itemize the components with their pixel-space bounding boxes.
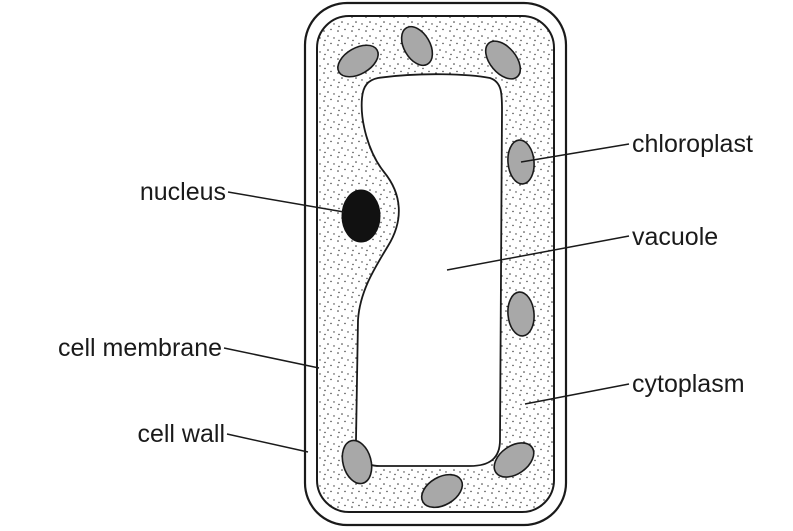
cell-wall-leader <box>227 434 308 452</box>
nucleus-shape <box>342 190 380 242</box>
vacuole-shape <box>356 74 502 466</box>
vacuole-label: vacuole <box>632 223 718 251</box>
chloroplast-label: chloroplast <box>632 130 753 158</box>
nucleus-label: nucleus <box>140 178 226 206</box>
cell-membrane-label: cell membrane <box>58 334 222 362</box>
cell-wall-label: cell wall <box>137 420 225 448</box>
cytoplasm-label: cytoplasm <box>632 370 745 398</box>
